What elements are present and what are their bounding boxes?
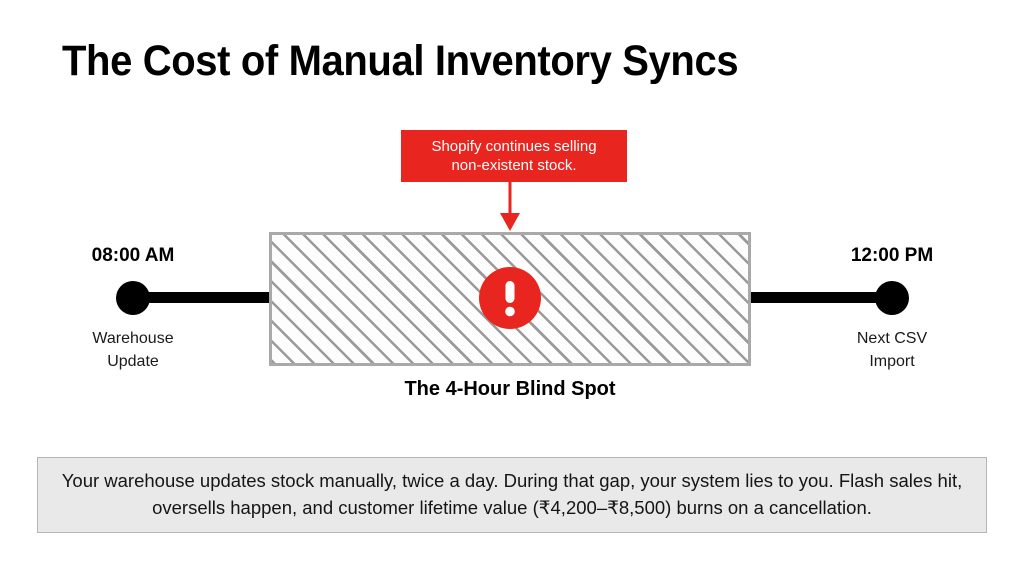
start-caption-line-2: Update — [107, 353, 159, 371]
summary-caption-line-2: sales hit, oversells happen, and custome… — [152, 470, 963, 518]
summary-caption-line-1: Your warehouse updates stock manually, t… — [61, 470, 885, 492]
start-caption-line-1: Warehouse — [92, 330, 174, 347]
timeline-segment-right — [742, 292, 894, 303]
exclamation-mark-icon — [505, 281, 515, 317]
warning-alert-icon — [479, 267, 541, 329]
start-node-caption: Warehouse Update — [33, 327, 233, 373]
start-node-dot — [116, 281, 150, 315]
summary-caption-text: Your warehouse updates stock manually, t… — [54, 468, 970, 522]
blind-spot-label: The 4-Hour Blind Spot — [404, 378, 616, 400]
alert-callout-text: Shopify continues selling non-existent s… — [431, 137, 596, 176]
summary-caption-box: Your warehouse updates stock manually, t… — [37, 457, 987, 533]
start-time-label: 08:00 AM — [91, 245, 175, 266]
end-node-caption: Next CSV Import — [792, 327, 992, 373]
timeline-segment-left — [128, 292, 278, 303]
end-node-dot — [875, 281, 909, 315]
page-title: The Cost of Manual Inventory Syncs — [62, 37, 739, 85]
callout-down-arrow-icon — [500, 181, 520, 231]
alert-callout-line-2: non-existent stock. — [451, 157, 577, 174]
end-time-label: 12:00 PM — [850, 245, 934, 266]
end-caption-line-2: Import — [869, 353, 915, 371]
alert-callout-box: Shopify continues selling non-existent s… — [401, 130, 627, 182]
alert-callout-line-1: Shopify continues selling — [431, 137, 597, 155]
end-caption-line-1: Next CSV — [856, 330, 928, 347]
